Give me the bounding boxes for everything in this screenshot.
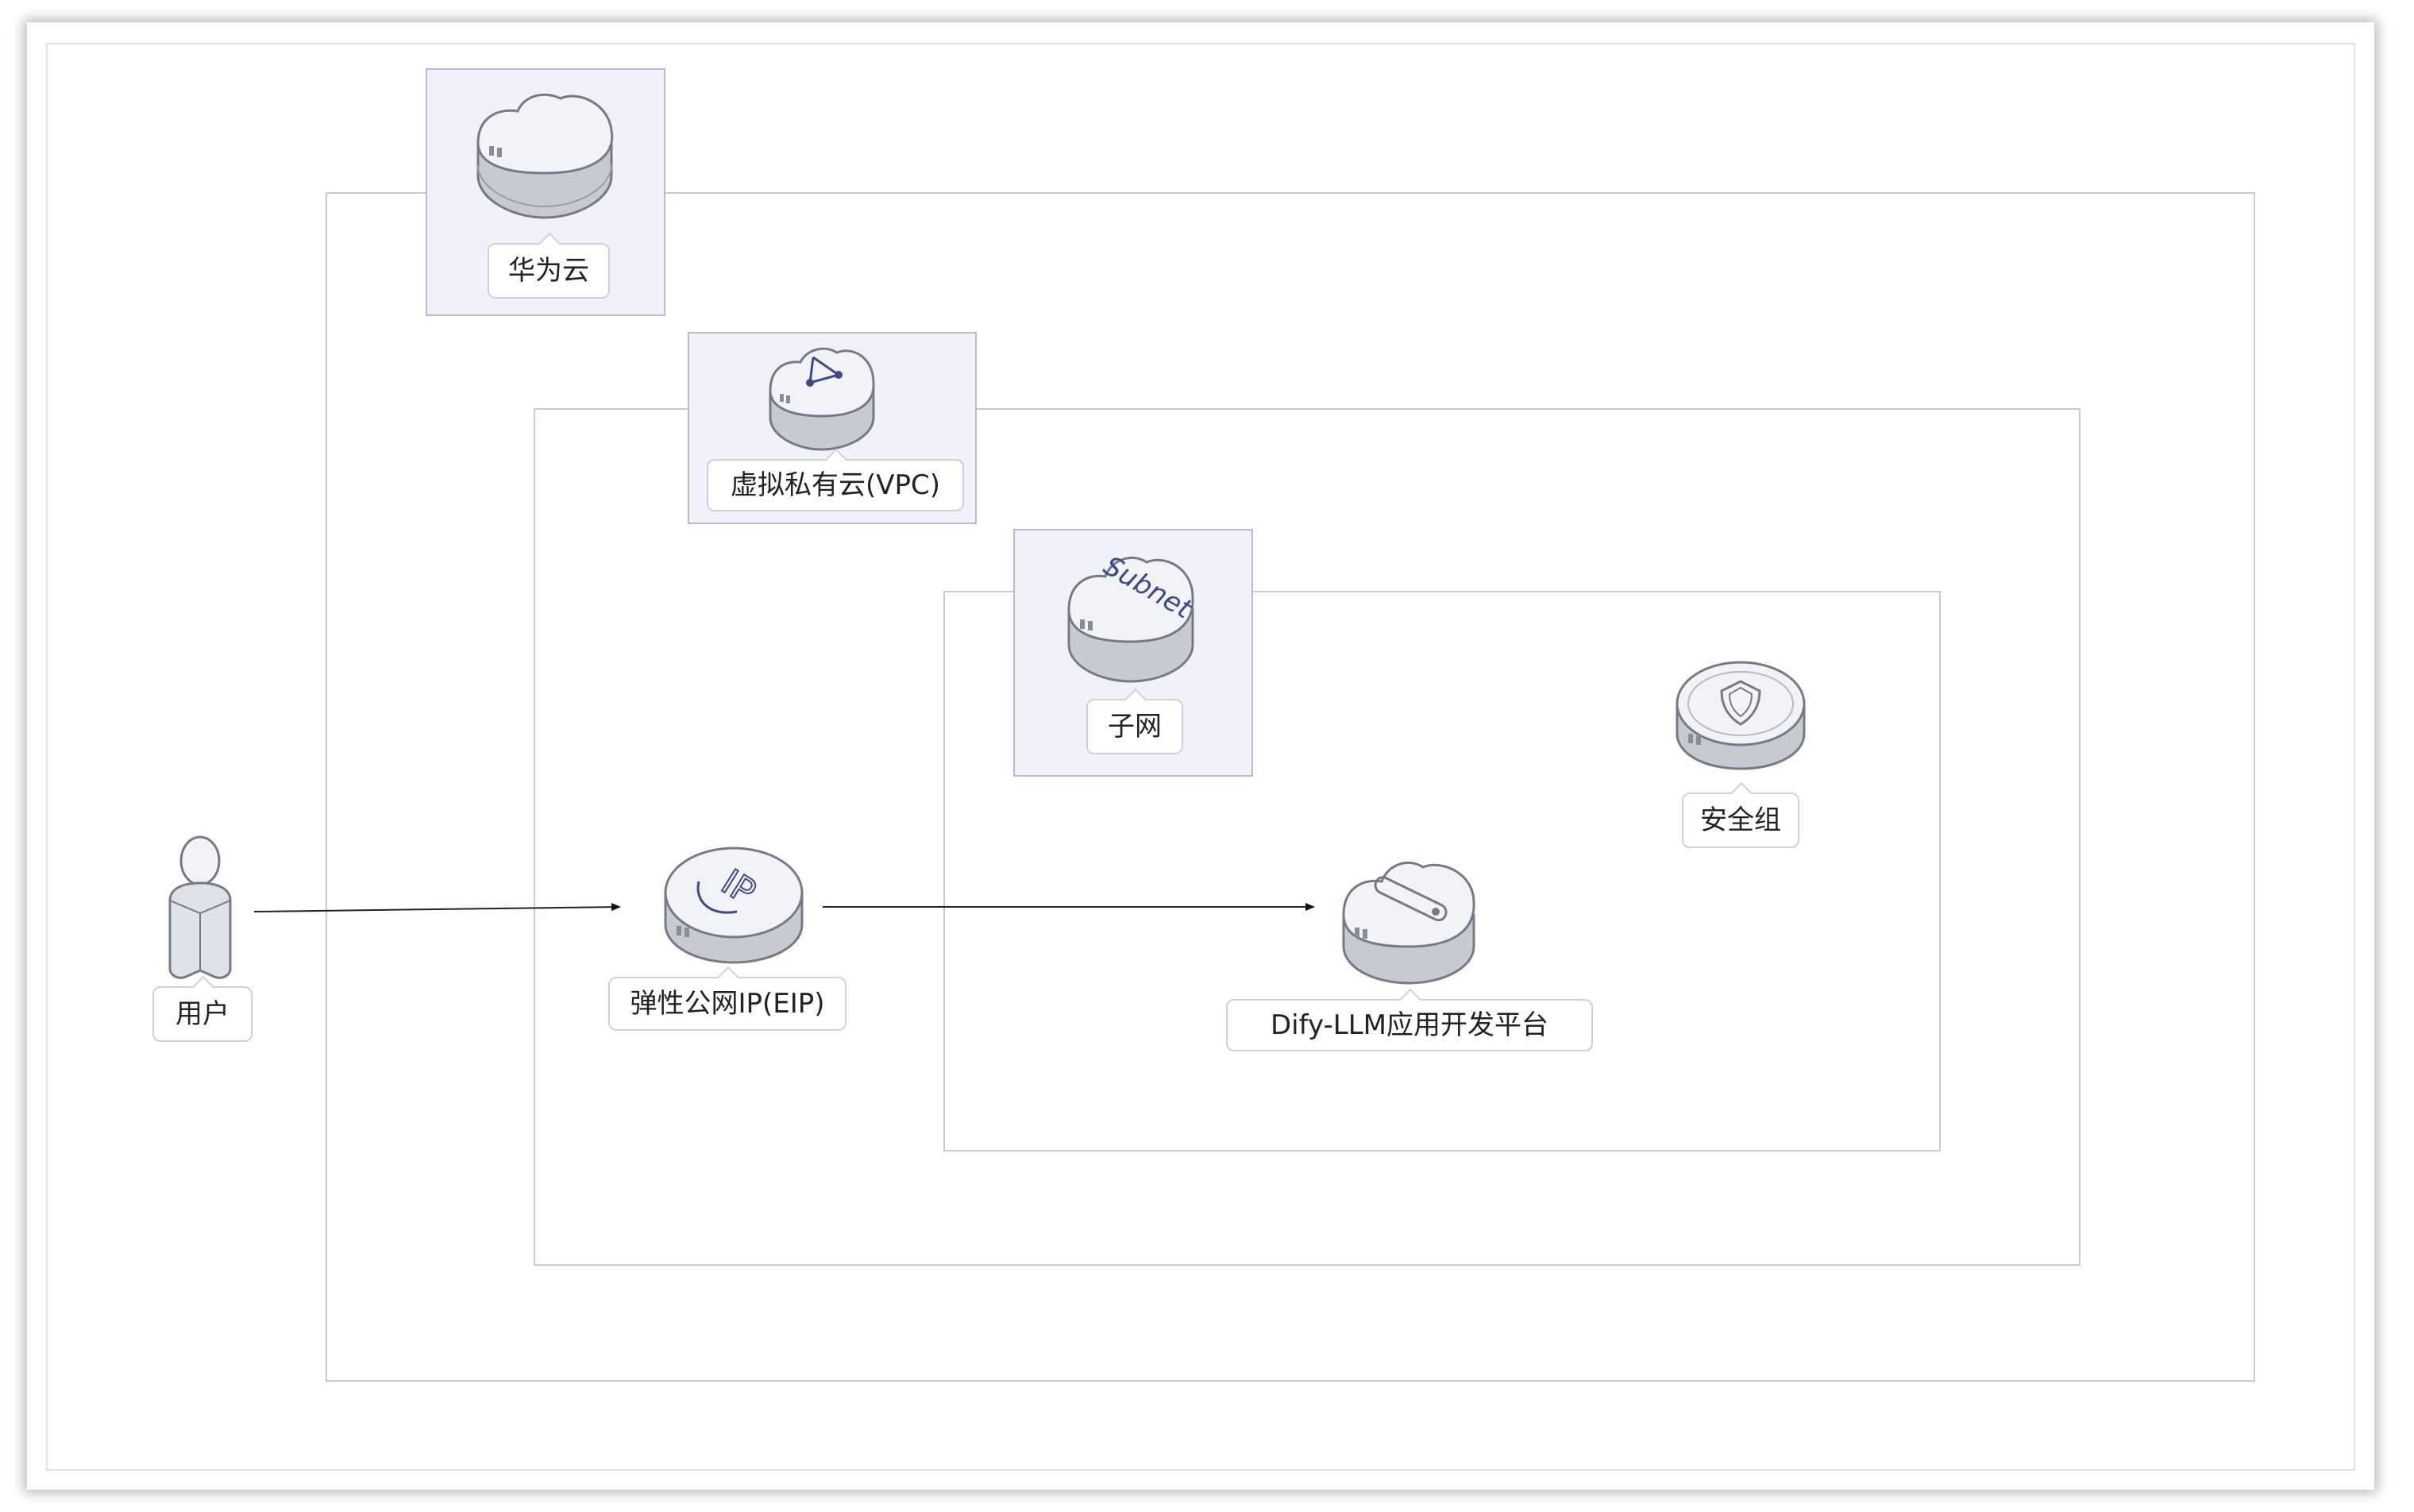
vpc-label: 虚拟私有云(VPC) — [707, 459, 964, 511]
app-platform-icon — [1342, 861, 1475, 985]
vpc-container — [534, 408, 2080, 1266]
eip-icon: IP — [664, 847, 804, 964]
security-group-label: 安全组 — [1682, 793, 1799, 848]
subnet-container — [943, 591, 1941, 1151]
user-icon — [168, 835, 232, 979]
canvas-border — [46, 43, 2355, 1471]
edge-user-to-eip — [253, 903, 621, 912]
dify-platform-label: Dify-LLM应用开发平台 — [1226, 999, 1593, 1051]
huawei-cloud-container — [326, 192, 2255, 1382]
cloud-icon — [476, 93, 614, 219]
shield-icon — [1676, 661, 1806, 770]
vpc-icon — [769, 347, 875, 451]
huawei-cloud-label: 华为云 — [488, 243, 610, 299]
eip-label: 弹性公网IP(EIP) — [608, 977, 846, 1031]
user-label: 用户 — [152, 986, 253, 1042]
subnet-icon: Subnet — [1067, 550, 1198, 683]
subnet-label: 子网 — [1086, 699, 1183, 754]
